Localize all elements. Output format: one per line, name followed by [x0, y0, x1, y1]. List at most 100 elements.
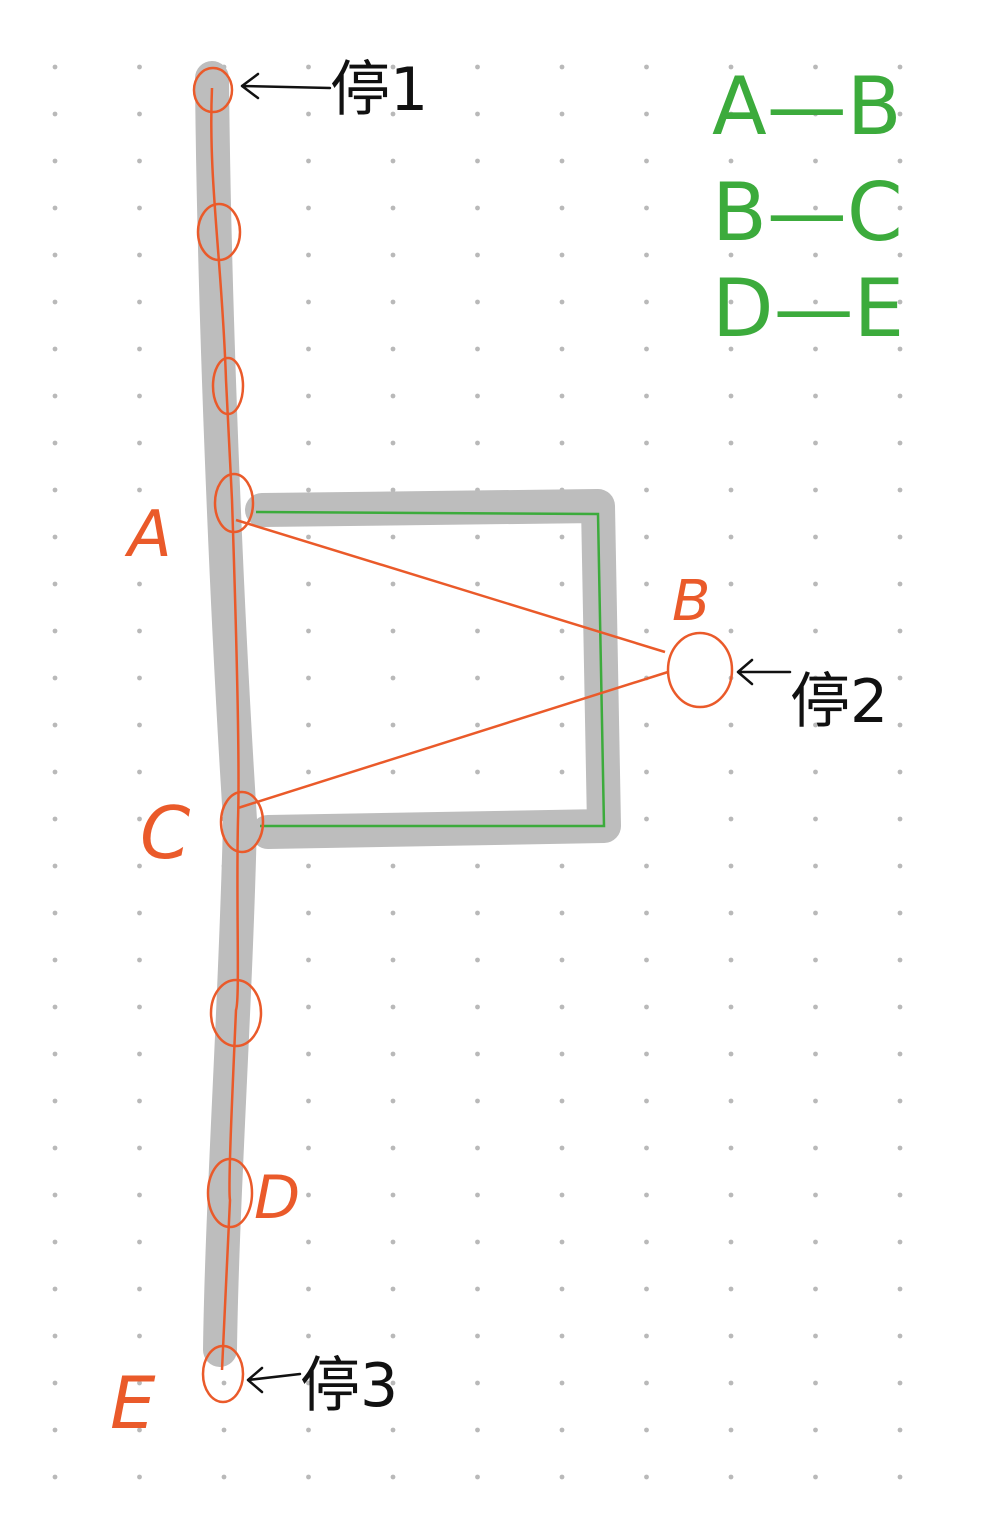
grid-dot [897, 1239, 903, 1245]
grid-dot [813, 534, 818, 540]
grid-dot [644, 252, 649, 258]
stop2-label: 停2 [790, 667, 888, 737]
grid-dot [559, 205, 565, 211]
grid-dot [897, 722, 903, 728]
grid-dot [52, 1333, 58, 1339]
stop-labels: 停1 停2 停3 [300, 55, 888, 1421]
grid-dot [813, 581, 818, 587]
grid-dot [897, 346, 903, 352]
grid-dot [475, 1474, 480, 1480]
grid-dot [813, 816, 818, 822]
grid-dot [475, 534, 480, 540]
grid-dot [306, 205, 311, 211]
grid-dot [897, 957, 903, 963]
grid-dot [306, 1051, 311, 1057]
grid-dot [52, 1474, 58, 1480]
grid-dot [559, 1004, 565, 1010]
grid-dot [813, 64, 818, 70]
grid-dot [897, 487, 903, 493]
grid-dot [559, 1098, 565, 1104]
grid-dot [475, 252, 480, 258]
grid-dot [137, 581, 142, 587]
grid-dot [52, 628, 58, 634]
grid-dot [897, 1427, 903, 1433]
point-labels: A B C D E [110, 498, 710, 1445]
stop-arrows [240, 72, 792, 1394]
grid-dot [390, 863, 396, 869]
grid-dot [137, 675, 142, 681]
grid-dot [137, 1286, 142, 1292]
grid-dot [897, 1333, 903, 1339]
grid-dot [897, 111, 903, 117]
grid-dot [897, 1192, 903, 1198]
grid-dot [390, 1333, 396, 1339]
grid-dot [52, 64, 58, 70]
gray-track [195, 61, 621, 1367]
grid-dot [813, 722, 818, 728]
grid-dot [813, 299, 818, 305]
grid-dot [390, 1192, 396, 1198]
grid-dot [897, 1474, 903, 1480]
grid-dot [390, 158, 396, 164]
grid-dot [813, 1333, 818, 1339]
grid-dot [728, 722, 734, 728]
grid-dot [52, 1427, 58, 1433]
grid-dot [221, 1427, 227, 1433]
grid-dot [52, 111, 58, 117]
grid-dot [390, 534, 396, 540]
grid-dot [813, 1239, 818, 1245]
grid-dot [475, 1051, 480, 1057]
grid-dot [52, 581, 58, 587]
grid-dot [728, 628, 734, 634]
grid-dot [559, 158, 565, 164]
grid-dot [644, 1192, 649, 1198]
grid-dot [390, 1239, 396, 1245]
grid-dot [897, 910, 903, 916]
grid-dot [52, 1004, 58, 1010]
grid-dot [52, 205, 58, 211]
grid-dot [897, 1145, 903, 1151]
grid-dot [137, 722, 142, 728]
grid-dot [475, 581, 480, 587]
grid-dot [559, 64, 565, 70]
grid-dot [813, 111, 818, 117]
grid-dot [137, 1239, 142, 1245]
station-circle [209, 978, 263, 1048]
grid-dot [306, 1333, 311, 1339]
grid-dot [137, 863, 142, 869]
grid-dot [306, 957, 311, 963]
grid-dot [644, 1098, 649, 1104]
grid-dot [644, 534, 649, 540]
grid-dot [644, 299, 649, 305]
grid-dot [137, 957, 142, 963]
grid-dot [390, 675, 396, 681]
grid-dot [644, 628, 649, 634]
grid-dot [306, 299, 311, 305]
grid-dot [559, 1239, 565, 1245]
grid-dot [390, 205, 396, 211]
grid-dot [644, 1145, 649, 1151]
grid-dot [813, 346, 818, 352]
grid-dot [728, 1427, 734, 1433]
station-circle [213, 472, 255, 534]
grid-dot [728, 1051, 734, 1057]
grid-dot [52, 675, 58, 681]
label-c: C [140, 791, 191, 875]
station-circle [211, 356, 245, 416]
grid-dot [813, 393, 818, 399]
grid-dot [559, 346, 565, 352]
grid-dot [559, 1286, 565, 1292]
grid-dot [897, 64, 903, 70]
grid-dot [644, 1051, 649, 1057]
grid-dot [390, 910, 396, 916]
grid-dot [390, 628, 396, 634]
grid-dot [728, 863, 734, 869]
grid-dot [728, 1286, 734, 1292]
grid-dot [390, 722, 396, 728]
grid-dot [813, 1098, 818, 1104]
grid-dot [306, 581, 311, 587]
legend-item: B—C [712, 166, 903, 259]
grid-dot [559, 769, 565, 775]
grid-dot [306, 158, 311, 164]
